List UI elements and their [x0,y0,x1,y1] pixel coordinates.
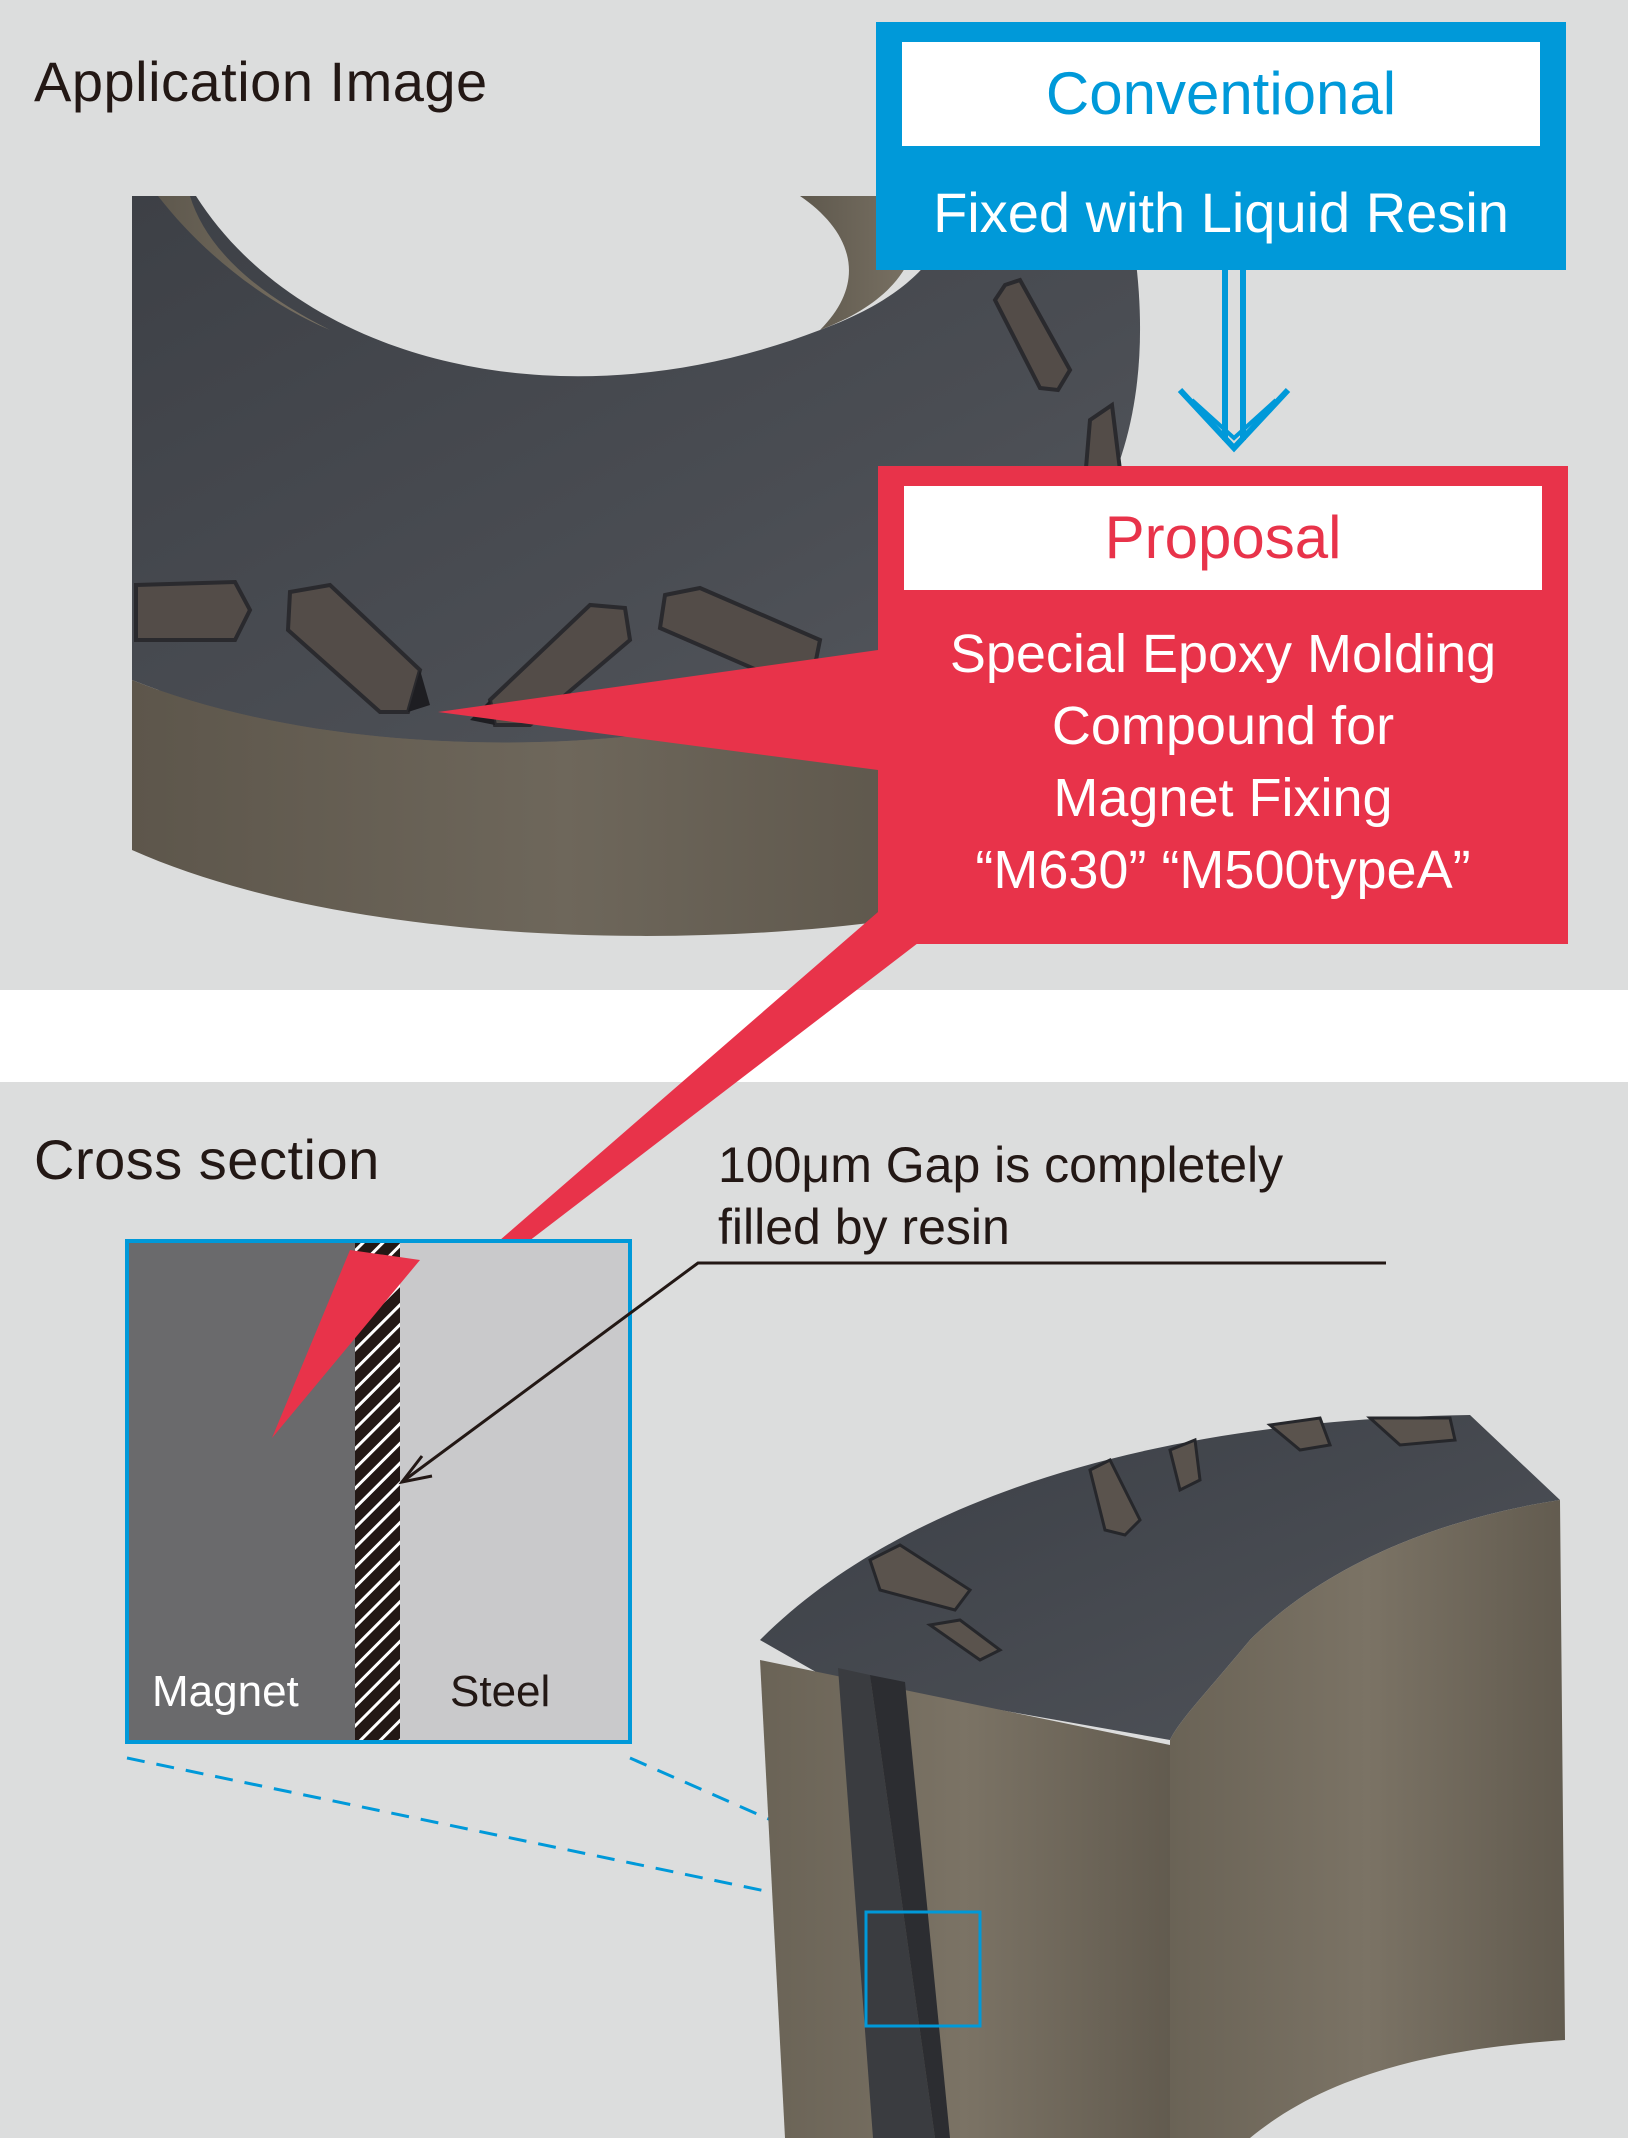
steel-region [400,1241,630,1742]
callout-pointer-tip [272,1250,420,1438]
proposal-line: Compound for [1051,696,1395,756]
proposal-line: “M630” “M500typeA” [975,840,1471,900]
conventional-box: Conventional Fixed with Liquid Resin [876,22,1566,270]
conventional-description: Fixed with Liquid Resin [933,181,1509,244]
magnet-region [127,1241,355,1742]
proposal-callout-pointer [438,650,878,770]
conventional-title: Conventional [902,42,1540,146]
proposal-line: Magnet Fixing [1053,768,1393,828]
cross-section-label: Cross section [34,1128,380,1191]
gap-note: 100μm Gap is completely filled by resin [718,1134,1283,1258]
stator-segment-illustration [760,1415,1565,2138]
proposal-description: Special Epoxy Molding Compound for Magne… [878,618,1568,906]
gap-note-line: filled by resin [718,1199,1010,1255]
cross-section-diagram [125,1239,632,1744]
magnet-label: Magnet [152,1667,299,1716]
zoom-box [864,1910,982,2028]
proposal-title: Proposal [904,486,1542,590]
application-image-label: Application Image [34,50,488,113]
down-arrow-icon [1177,270,1291,453]
gap-leader-line [398,1261,1386,1485]
diagram-frame [125,1239,632,1744]
proposal-box: Proposal Special Epoxy Molding Compound … [878,466,1568,944]
gap-note-line: 100μm Gap is completely [718,1137,1284,1193]
steel-label: Steel [450,1667,551,1716]
proposal-line: Special Epoxy Molding [949,624,1497,684]
